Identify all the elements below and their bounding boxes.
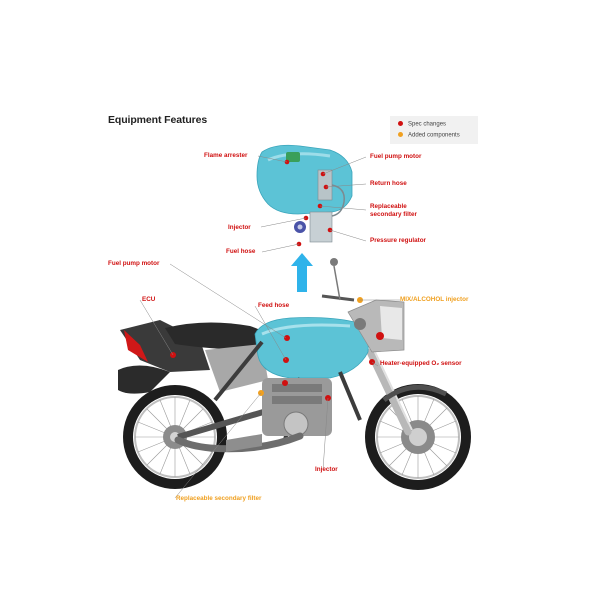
fuel-tank-detail <box>256 144 367 253</box>
up-arrow-icon <box>291 253 313 292</box>
label-flame-arrester-text: Flame arrester <box>204 152 248 159</box>
label-heater-o2-sensor-text: Heater-equipped O₂ sensor <box>380 360 462 367</box>
legend-item-spec-changes: Spec changes <box>398 121 446 128</box>
legend-item-added-components: Added components <box>398 132 460 139</box>
label-mix-alcohol-injector: MIX/ALCOHOL injector <box>400 296 468 303</box>
label-fuel-pump-motor-tank-text: Fuel pump motor <box>370 153 422 160</box>
engine-block <box>262 378 332 436</box>
label-return-hose: Return hose <box>370 180 407 187</box>
label-flame-arrester: Flame arrester <box>204 152 247 159</box>
legend-label-added-components: Added components <box>408 132 460 139</box>
label-replaceable-secondary-filter-tank-text: Replaceable secondary filter <box>370 203 417 218</box>
motorcycle-illustration <box>118 258 471 499</box>
label-feed-hose: Feed hose <box>258 302 289 309</box>
label-replaceable-secondary-filter-tank: Replaceable secondary filter <box>370 203 430 219</box>
legend: Spec changes Added components <box>390 116 478 144</box>
label-heater-o2-sensor: Heater-equipped O₂ sensor <box>380 360 462 367</box>
label-mix-alcohol-injector-text: MIX/ALCOHOL injector <box>400 296 469 303</box>
label-injector-bike-text: Injector <box>315 466 338 473</box>
label-ecu-text: ECU <box>142 296 156 303</box>
label-injector-bike: Injector <box>315 466 338 473</box>
label-fuel-hose-text: Fuel hose <box>226 248 256 255</box>
label-feed-hose-text: Feed hose <box>258 302 290 309</box>
label-fuel-pump-motor-bike-text: Fuel pump motor <box>108 260 160 267</box>
label-fuel-pump-motor-tank: Fuel pump motor <box>370 153 421 160</box>
label-fuel-hose: Fuel hose <box>226 248 255 255</box>
red-dot-icon <box>398 121 403 126</box>
diagram-title: Equipment Features <box>108 114 208 126</box>
label-pressure-regulator: Pressure regulator <box>370 237 426 244</box>
label-pressure-regulator-text: Pressure regulator <box>370 237 426 244</box>
label-return-hose-text: Return hose <box>370 180 407 187</box>
label-replaceable-secondary-filter-bike: Replaceable secondary filter <box>176 495 261 502</box>
label-replaceable-secondary-filter-bike-text: Replaceable secondary filter <box>176 495 262 502</box>
label-fuel-pump-motor-bike: Fuel pump motor <box>108 260 159 267</box>
flame-arrester-part <box>286 152 300 162</box>
regulator-part <box>309 211 333 243</box>
legend-label-spec-changes: Spec changes <box>408 121 447 128</box>
label-injector-tank-text: Injector <box>228 224 251 231</box>
label-injector-tank: Injector <box>228 224 251 231</box>
label-ecu: ECU <box>142 296 155 303</box>
orange-dot-icon <box>398 132 403 137</box>
